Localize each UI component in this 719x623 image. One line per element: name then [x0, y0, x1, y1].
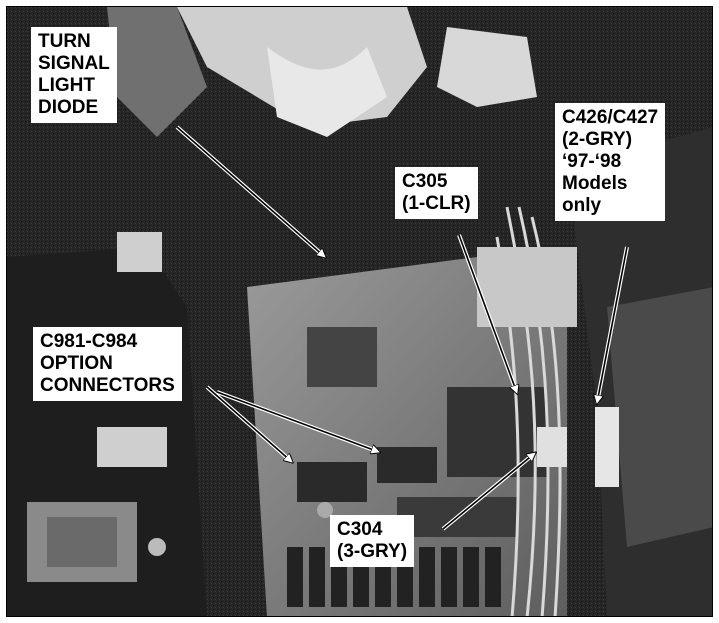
callout-line: C981-C984 — [40, 331, 138, 352]
callout-c304: C304 (3-GRY) — [330, 515, 415, 567]
callout-line: DIODE — [38, 97, 99, 118]
callout-c426-c427: C426/C427 (2-GRY) ‘97-‘98 Models only — [555, 103, 666, 221]
callout-turn-signal-light-diode: TURN SIGNAL LIGHT DIODE — [31, 27, 117, 123]
callout-line: LIGHT — [38, 75, 95, 96]
callout-line: C304 — [337, 519, 383, 540]
callout-line: only — [562, 195, 602, 216]
callout-line: TURN — [38, 31, 91, 52]
callout-line: C426/C427 — [562, 107, 659, 128]
callout-c305: C305 (1-CLR) — [395, 167, 478, 219]
callout-line: CONNECTORS — [40, 375, 175, 396]
callout-line: (3-GRY) — [337, 541, 408, 562]
callout-line: OPTION — [40, 353, 113, 374]
callout-line: SIGNAL — [38, 53, 110, 74]
callout-line: ‘97-‘98 — [562, 151, 622, 172]
photo: TURN SIGNAL LIGHT DIODE C426/C427 (2-GRY… — [6, 6, 713, 617]
callout-line: C305 — [402, 171, 448, 192]
callout-c981-c984: C981-C984 OPTION CONNECTORS — [33, 327, 182, 401]
callout-line: (1-CLR) — [402, 193, 471, 214]
callout-line: Models — [562, 173, 628, 194]
callout-line: (2-GRY) — [562, 129, 633, 150]
